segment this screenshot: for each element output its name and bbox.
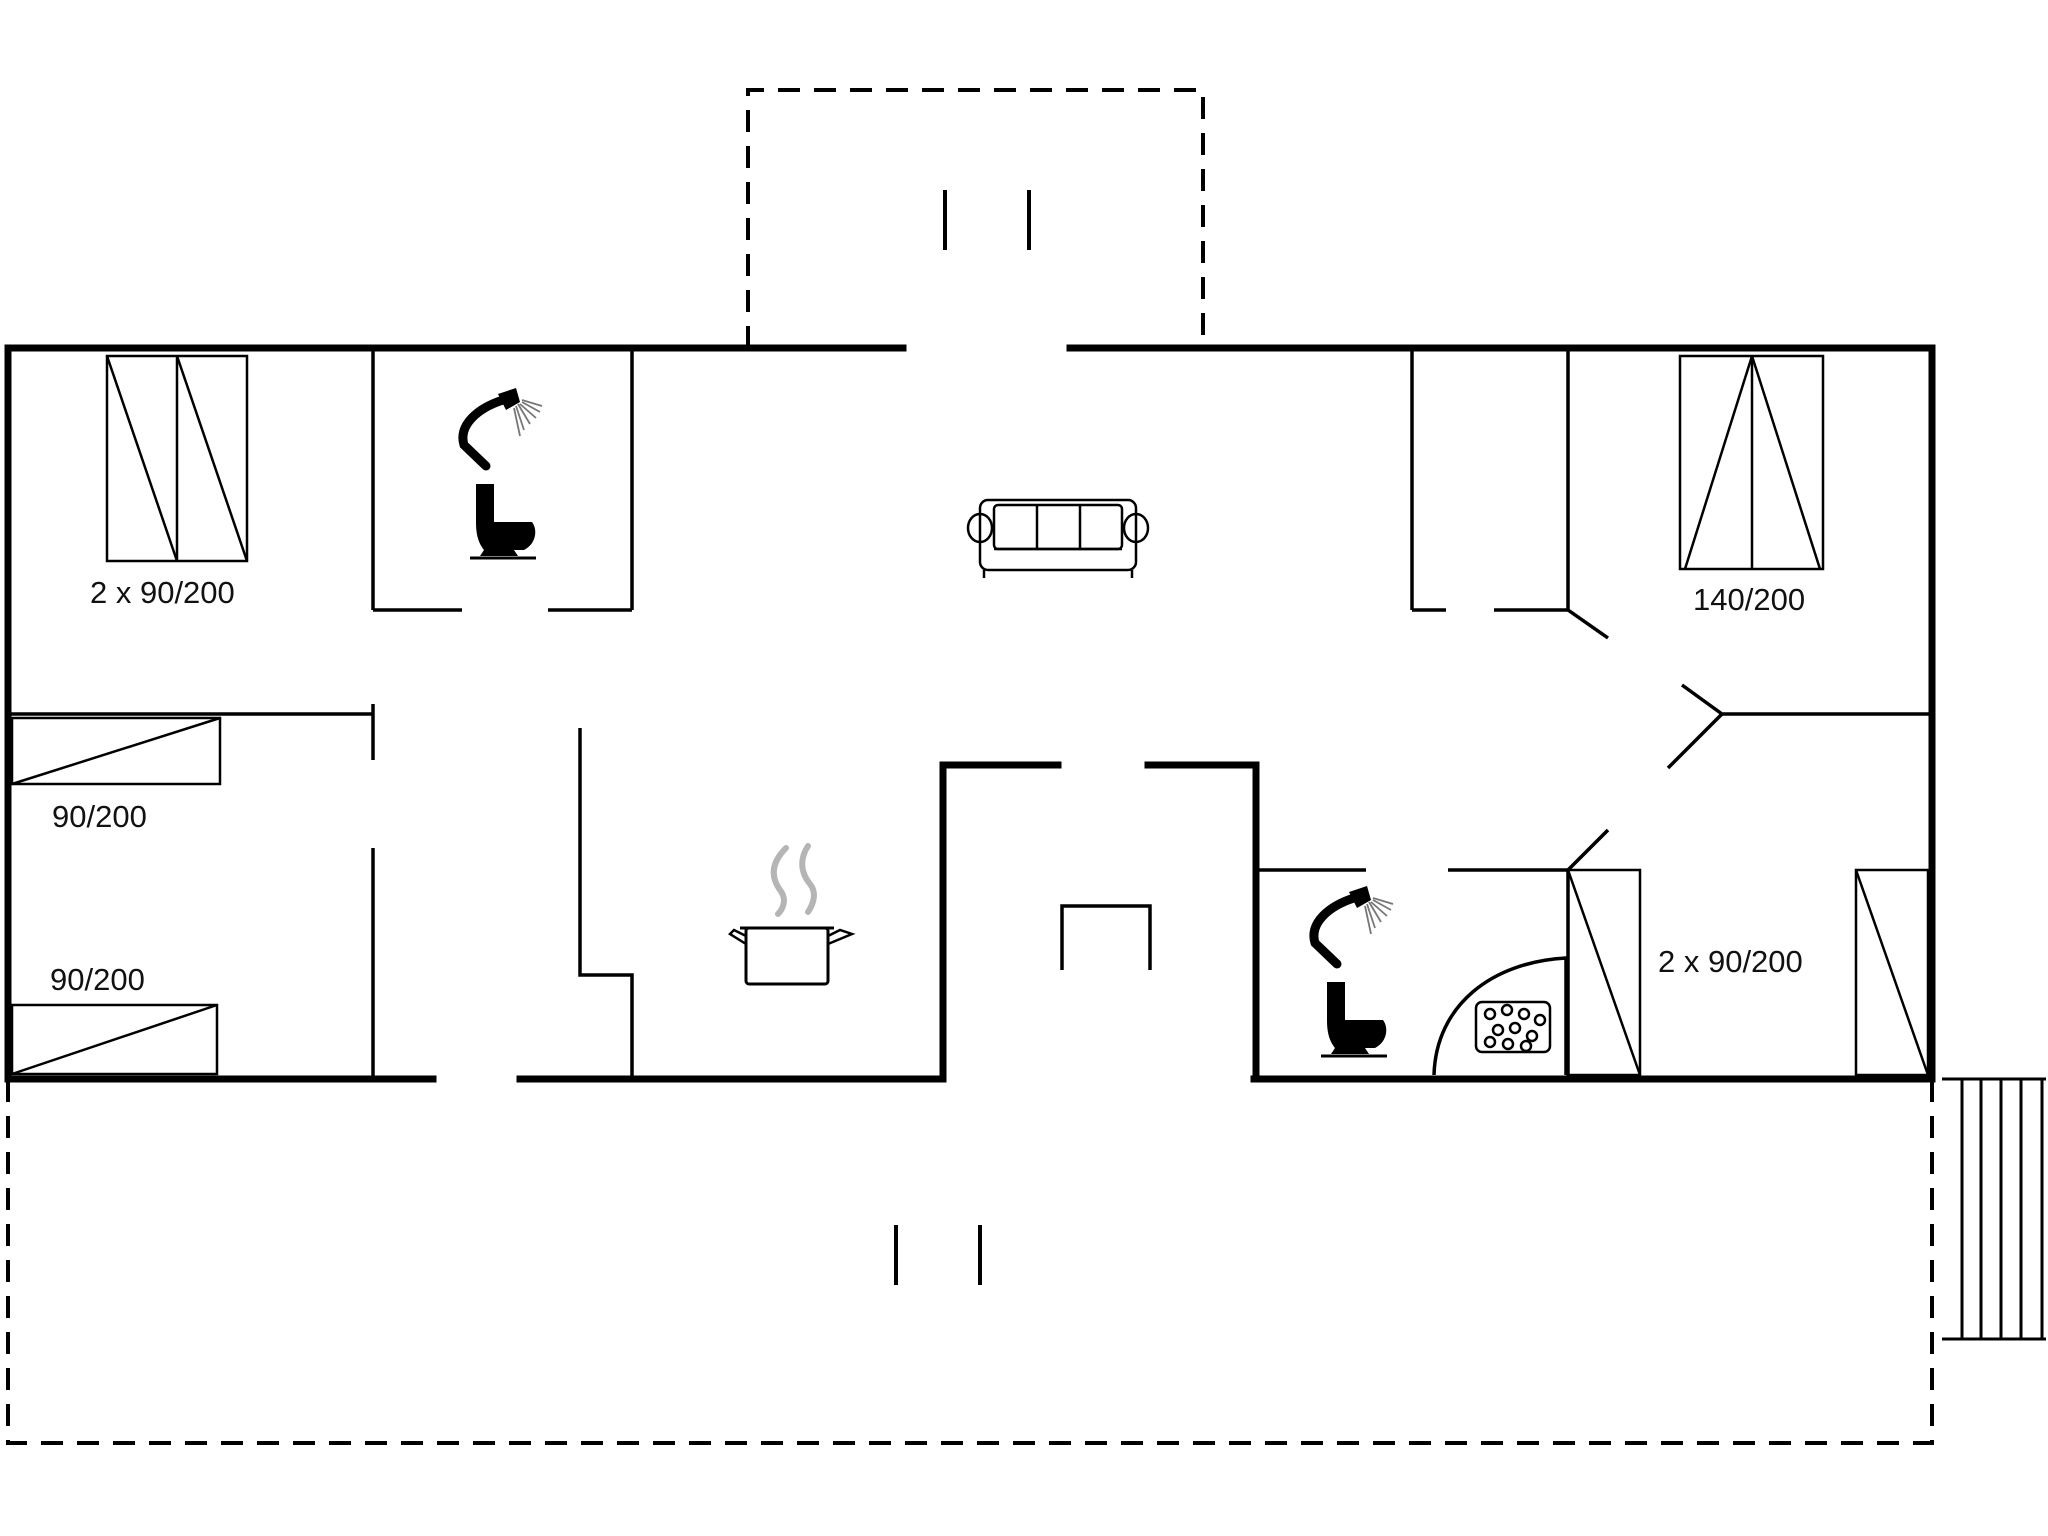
toilet-icon bbox=[470, 484, 536, 560]
bed-left-upper bbox=[10, 716, 222, 786]
cooking-pot-icon bbox=[728, 843, 856, 986]
toilet-icon bbox=[1321, 982, 1387, 1058]
bed-label-top-right: 140/200 bbox=[1693, 582, 1805, 617]
interior-walls bbox=[8, 348, 1932, 1079]
bed-top-left bbox=[105, 354, 249, 563]
center-block-walls bbox=[939, 761, 1260, 1083]
bed-label-left-lower: 90/200 bbox=[50, 962, 145, 997]
bed-bottom-right-a bbox=[1566, 868, 1642, 1077]
bed-label-top-left: 2 x 90/200 bbox=[90, 575, 235, 610]
bed-label-bottom-right: 2 x 90/200 bbox=[1658, 944, 1803, 979]
shower-icon bbox=[458, 388, 543, 471]
bed-top-right bbox=[1678, 354, 1825, 571]
shower-icon bbox=[1309, 886, 1394, 969]
bed-left-lower bbox=[10, 1003, 219, 1076]
bed-bottom-right-b bbox=[1854, 868, 1930, 1077]
bed-label-left-upper: 90/200 bbox=[52, 799, 147, 834]
jacuzzi-icon bbox=[1432, 956, 1568, 1076]
stairs bbox=[1942, 1077, 2046, 1341]
sofa-icon bbox=[966, 498, 1150, 578]
terrace-south bbox=[6, 1080, 1934, 1445]
terrace-north bbox=[746, 88, 1205, 348]
